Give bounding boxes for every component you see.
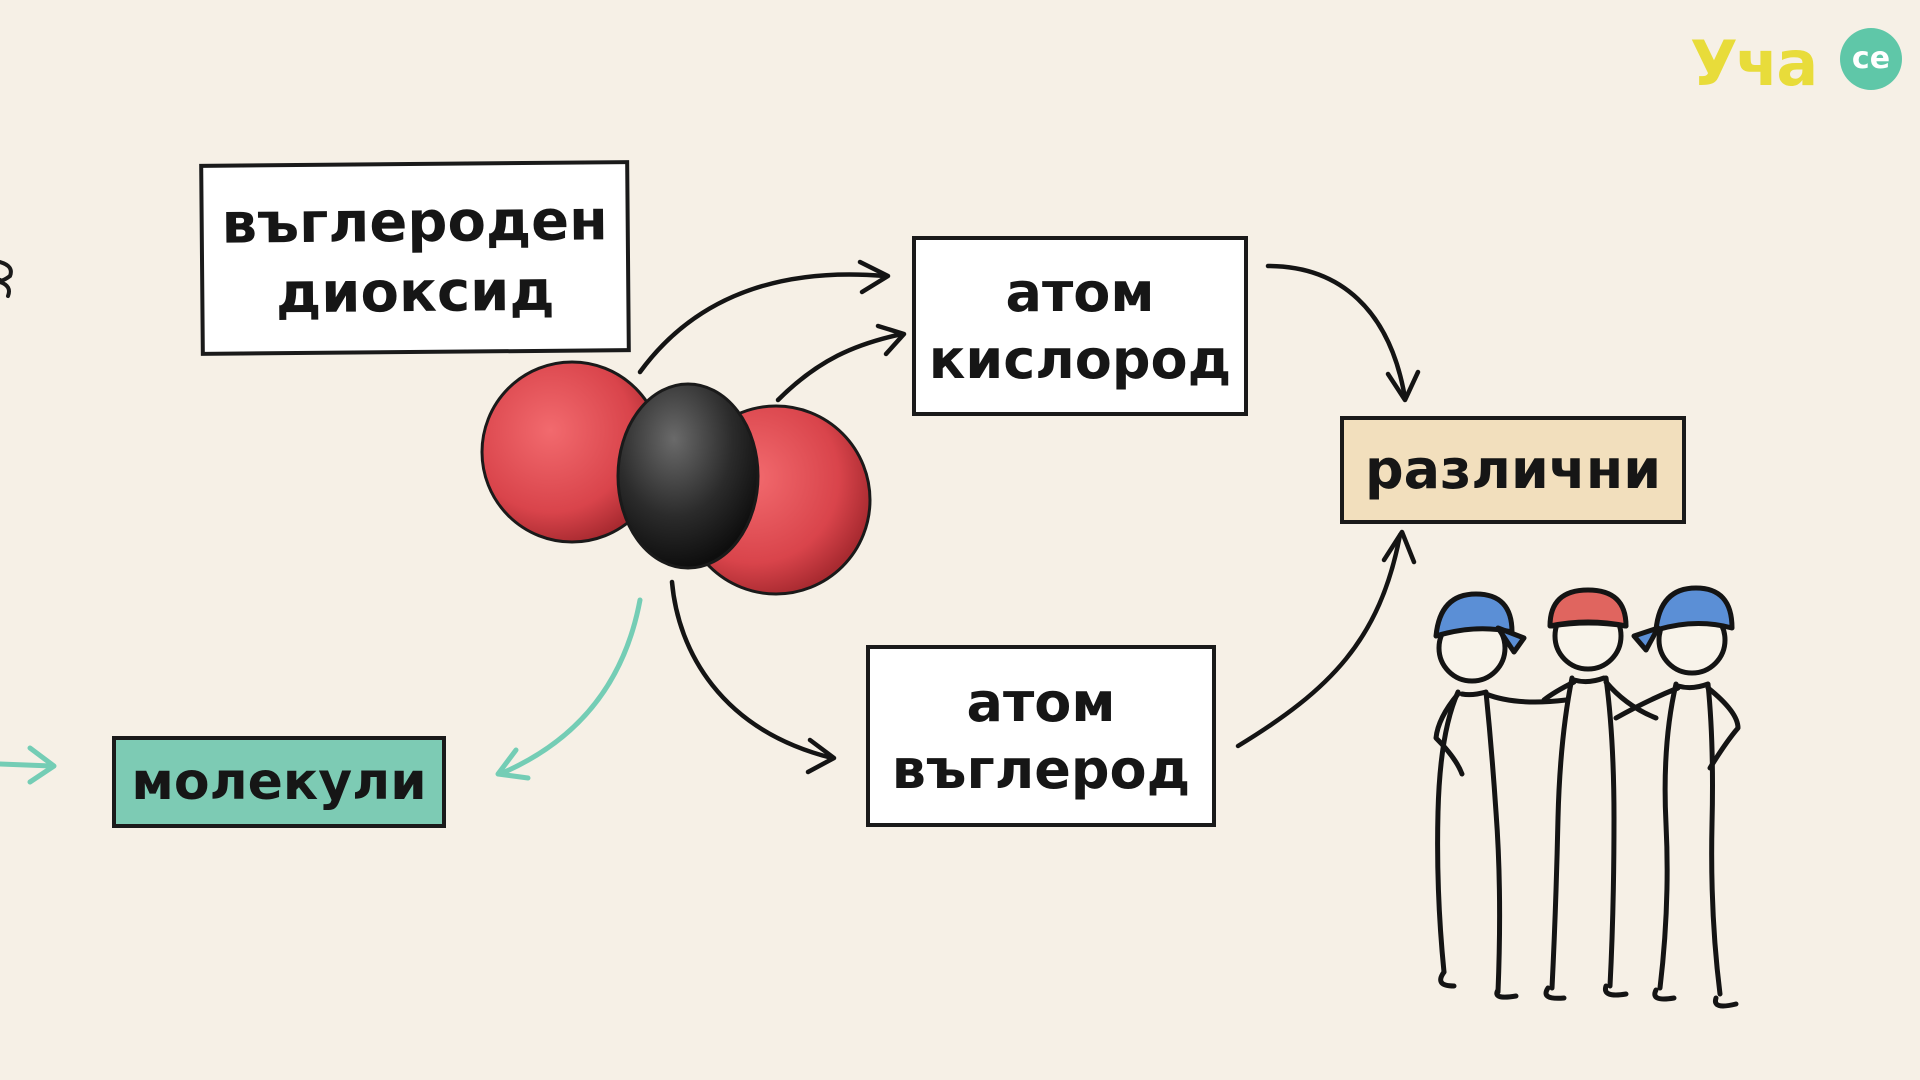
- label-carbon-atom-line1: атом: [966, 670, 1116, 734]
- label-molecules: молекули: [112, 736, 446, 828]
- label-different: различни: [1340, 416, 1686, 524]
- label-carbon-dioxide: въглероден диоксид: [199, 160, 631, 356]
- co2-molecule-icon: [480, 360, 872, 596]
- arrow-to-oxygen-lower: [775, 323, 907, 403]
- arrow-oxygen-to-different: [1265, 263, 1421, 403]
- label-oxygen-atom: атом кислород: [912, 236, 1248, 416]
- label-carbon-dioxide-line1: въглероден: [221, 188, 609, 257]
- label-carbon-dioxide-line2: диоксид: [275, 258, 555, 327]
- label-different-text: различни: [1364, 438, 1662, 502]
- label-oxygen-atom-line2: кислород: [928, 328, 1232, 391]
- arrow-to-carbon: [669, 579, 837, 775]
- arrow-into-molecules: [0, 745, 57, 785]
- label-oxygen-atom-line1: атом: [1005, 260, 1155, 324]
- arrow-to-molecules: [495, 597, 643, 781]
- logo-badge: ce: [1840, 28, 1902, 90]
- label-carbon-atom-line2: въглерод: [891, 738, 1191, 801]
- arrow-to-oxygen-upper: [637, 259, 891, 375]
- label-molecules-text: молекули: [131, 751, 427, 812]
- logo-wordmark: Уча: [1690, 27, 1818, 100]
- edge-mark: [0, 260, 13, 298]
- arrow-carbon-to-different: [1235, 529, 1417, 749]
- three-friends-icon: [1433, 585, 1741, 1009]
- label-carbon-atom: атом въглерод: [866, 645, 1216, 827]
